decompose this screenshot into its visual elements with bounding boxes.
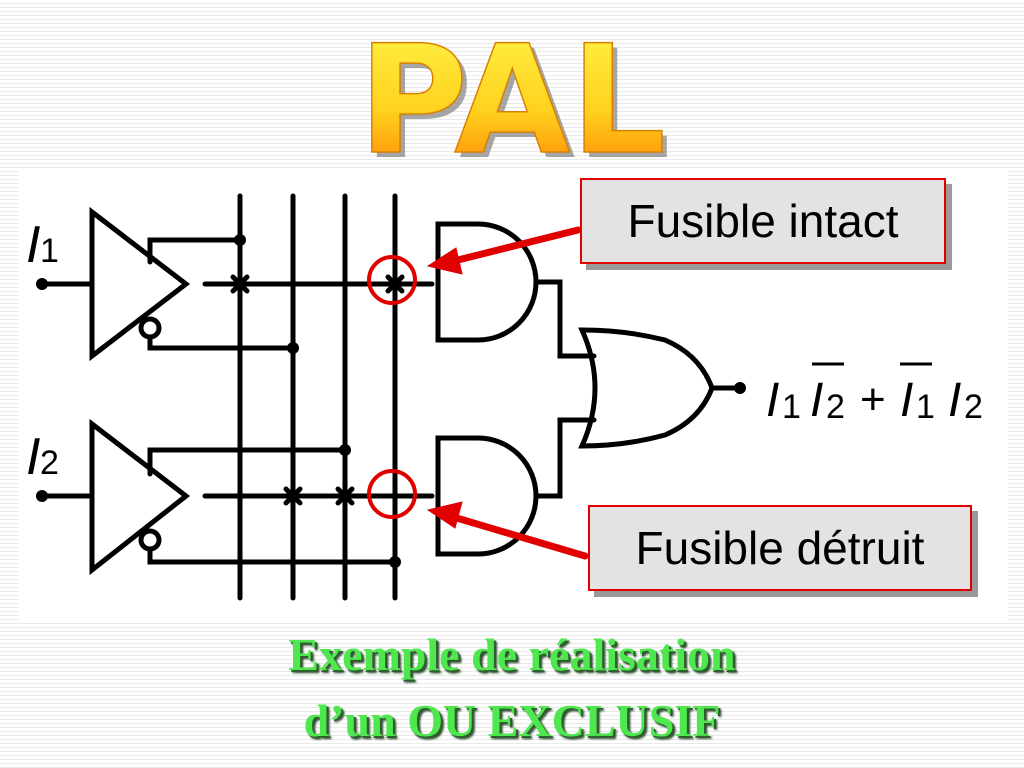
input-label-i2-sub: 2	[40, 444, 59, 482]
callout-fuse-intact: Fusible intact	[580, 178, 946, 264]
expr-plus: +	[860, 375, 886, 424]
callout-fuse-intact-label: Fusible intact	[627, 195, 899, 247]
expr-sub-3: 1	[916, 388, 935, 426]
expr-sub-4: 2	[964, 388, 983, 426]
input-label-i1: I	[26, 216, 40, 274]
title-shadow: PAL	[363, 22, 671, 162]
caption-line-1: Exemple de réalisation	[288, 629, 736, 680]
input-label-i2: I	[26, 428, 40, 486]
input-buffer-1	[89, 206, 191, 362]
expr-term-1: I	[766, 374, 779, 427]
inverter-bubble-2	[138, 528, 162, 552]
input-label-i1-sub: 1	[40, 232, 59, 270]
fuse-intact-1-4	[385, 274, 405, 294]
fuse-intact-2-2	[283, 486, 303, 506]
callout-fuse-destroyed: Fusible détruit	[588, 505, 972, 591]
fuse-intact-1-1	[230, 274, 250, 294]
output-terminal	[734, 382, 746, 394]
arrow-intact	[446, 226, 582, 266]
expr-sub-2: 2	[826, 388, 845, 426]
expr-term-4: I	[948, 374, 961, 427]
callout-fuse-destroyed-label: Fusible détruit	[635, 522, 925, 574]
input-terminal-1	[36, 278, 48, 290]
output-expression: I 1 I 2 + I 1 I 2	[760, 358, 1000, 430]
and-gate-2	[435, 435, 539, 557]
caption-line-2: d’un OU EXCLUSIF	[303, 695, 721, 746]
input-buffer-2	[89, 418, 191, 576]
expr-sub-1: 1	[782, 388, 801, 426]
expr-term-3: I	[900, 374, 913, 427]
title-text: PAL	[358, 22, 666, 162]
and-gate-1	[435, 221, 539, 343]
or-gate	[578, 327, 715, 449]
fuse-intact-2-3	[335, 486, 355, 506]
page-title: PAL PAL	[0, 22, 1024, 162]
inverter-bubble-1	[138, 316, 162, 340]
input-terminal-2	[36, 490, 48, 502]
arrow-destroyed	[446, 512, 589, 560]
highlight-circle-intact	[367, 255, 417, 305]
expr-term-2: I	[810, 374, 823, 427]
highlight-circle-destroyed	[367, 469, 417, 519]
